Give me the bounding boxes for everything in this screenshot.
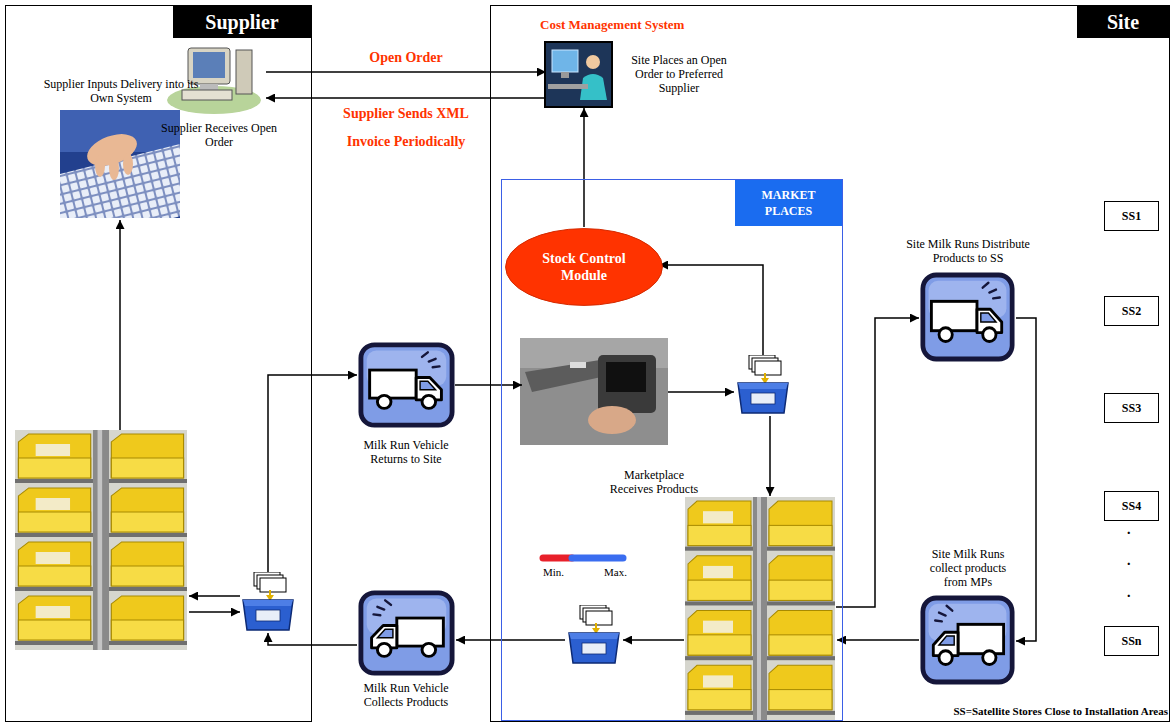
satellite-store-box: SSn: [1104, 626, 1159, 656]
flow-arrow: [455, 384, 522, 386]
illustration-part: [182, 90, 232, 100]
illustration-part: [552, 50, 578, 72]
panel-heading: Site: [1077, 6, 1169, 38]
illustration-part: [623, 639, 684, 641]
barcode-scanner: Marketplace Receives Products: [522, 340, 670, 447]
illustration-part: [200, 84, 218, 90]
store-label: SS1: [1122, 209, 1141, 224]
keyboard-photo: Supplier Inputs Delivery into its Own Sy…: [61, 111, 181, 219]
store-label: SSn: [1121, 634, 1141, 649]
ellipse-shape: [506, 229, 663, 306]
illustration-part: [109, 156, 119, 180]
truck-icon: [923, 598, 1012, 682]
system-title: Cost Management System: [540, 17, 684, 33]
kanban-bin: [569, 605, 619, 663]
ellipsis-dot: .: [1127, 585, 1131, 602]
illustration-part: [189, 595, 240, 597]
ellipsis-dot: .: [1127, 553, 1131, 570]
panel-heading: Supplier: [173, 6, 311, 38]
illustration-part: [119, 220, 121, 430]
illustration-part: [95, 155, 105, 177]
illustration-part: [525, 360, 606, 392]
site-milk-run-truck: Site Milk Runs collect products from MPs: [921, 596, 1016, 686]
illustration-part: [606, 362, 646, 392]
illustration-part: [456, 639, 565, 641]
site-panel: SiteSite Places an Open Order to Preferr…: [490, 5, 1170, 722]
satellite-store-box: SS3: [1104, 393, 1159, 423]
supplier-panel: SupplierSupplier Receives Open OrderSupp…: [5, 5, 312, 722]
illustration-part: [548, 84, 588, 89]
ellipse-outline: [504, 227, 664, 307]
marketplace-shelf: [685, 497, 835, 720]
truck-icon: [361, 345, 452, 425]
satellite-store-box: SS2: [1104, 296, 1159, 326]
edge-label: Supplier Sends XML Invoice Periodically: [331, 100, 481, 156]
truck-icon: [361, 593, 452, 673]
illustration-part: [923, 598, 1012, 682]
illustration-part: [586, 55, 600, 69]
ellipsis-dot: .: [1127, 522, 1131, 539]
milk-run-truck: Milk Run Vehicle Collects Products: [358, 590, 455, 676]
milk-run-truck: Milk Run Vehicle Returns to Site: [358, 342, 455, 428]
scale-label: Min.: [543, 566, 564, 579]
truck-icon: [923, 275, 1012, 359]
edge-label: Open Order: [331, 50, 481, 66]
store-label: SS2: [1122, 304, 1141, 319]
illustration-part: [659, 265, 763, 355]
min-max-bar: [543, 558, 623, 559]
satellite-store-box: SS4: [1104, 491, 1159, 521]
flow-arrow: [266, 71, 546, 73]
icon-caption: Marketplace Receives Products: [602, 468, 707, 496]
store-label: SS3: [1122, 401, 1141, 416]
stock-control-ellipse: Stock Control Module: [504, 227, 664, 307]
illustration-part: [543, 555, 572, 562]
illustration-part: [598, 355, 656, 413]
flow-arrows: [120, 220, 919, 645]
illustration-part: [361, 593, 452, 673]
illustration-part: [836, 318, 919, 607]
icon-caption: Supplier Inputs Delivery into its Own Sy…: [41, 77, 201, 105]
illustration-part: [561, 72, 569, 78]
illustration-part: [837, 639, 919, 641]
satellite-store-box: SS1: [1104, 201, 1159, 231]
flow-arrow: [266, 97, 546, 99]
supplier-shelf: [15, 430, 187, 650]
site-computer: Site Places an Open Order to Preferred S…: [546, 43, 613, 108]
icon-caption: Site Places an Open Order to Preferred S…: [622, 53, 737, 95]
marketplace-box: MARKET PLACES Stock Control ModuleMarketp…: [501, 179, 843, 721]
footnote: SS=Satellite Stores Close to Installatio…: [953, 705, 1168, 718]
illustration-part: [545, 42, 612, 107]
kanban-bin: [738, 355, 788, 413]
site-computer-picture: [545, 42, 612, 107]
icon-caption: Site Milk Runs collect products from MPs: [918, 547, 1018, 589]
module-label: Stock Control Module: [524, 250, 644, 284]
flow-arrow: [1016, 318, 1036, 641]
illustration-part: [189, 611, 240, 613]
scanner-picture: [520, 338, 668, 445]
illustration-part: [769, 416, 771, 496]
illustration-part: [268, 633, 357, 645]
illustration-part: [193, 52, 225, 78]
illustration-part: [520, 338, 668, 445]
site-milk-run-truck: Site Milk Runs Distribute Products to SS: [921, 273, 1016, 363]
illustration-part: [268, 375, 357, 572]
icon-caption: Site Milk Runs Distribute Products to SS: [893, 237, 1043, 265]
illustration-part: [123, 153, 133, 175]
illustration-part: [570, 362, 586, 368]
marketplace-heading: MARKET PLACES: [735, 180, 842, 226]
scale-label: Max.: [604, 566, 627, 579]
icon-caption: Supplier Receives Open Order: [149, 121, 289, 149]
store-label: SS4: [1122, 499, 1141, 514]
illustration-part: [572, 555, 623, 562]
kanban-bin: [243, 572, 293, 630]
illustration-part: [236, 50, 252, 94]
flow-arrow: [583, 108, 585, 227]
illustration-part: [588, 406, 636, 434]
illustration-part: [668, 391, 734, 393]
icon-caption: Milk Run Vehicle Collects Products: [351, 681, 461, 709]
icon-caption: Milk Run Vehicle Returns to Site: [359, 438, 454, 466]
